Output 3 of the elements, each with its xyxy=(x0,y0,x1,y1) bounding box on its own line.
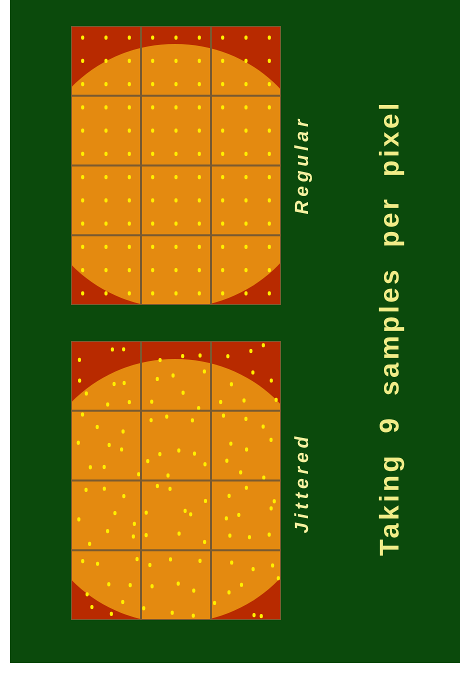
grid-label: Regular xyxy=(292,116,314,214)
grid-label: Jittered xyxy=(292,432,314,534)
slide-title: Taking 9 samples per pixel xyxy=(374,100,406,556)
